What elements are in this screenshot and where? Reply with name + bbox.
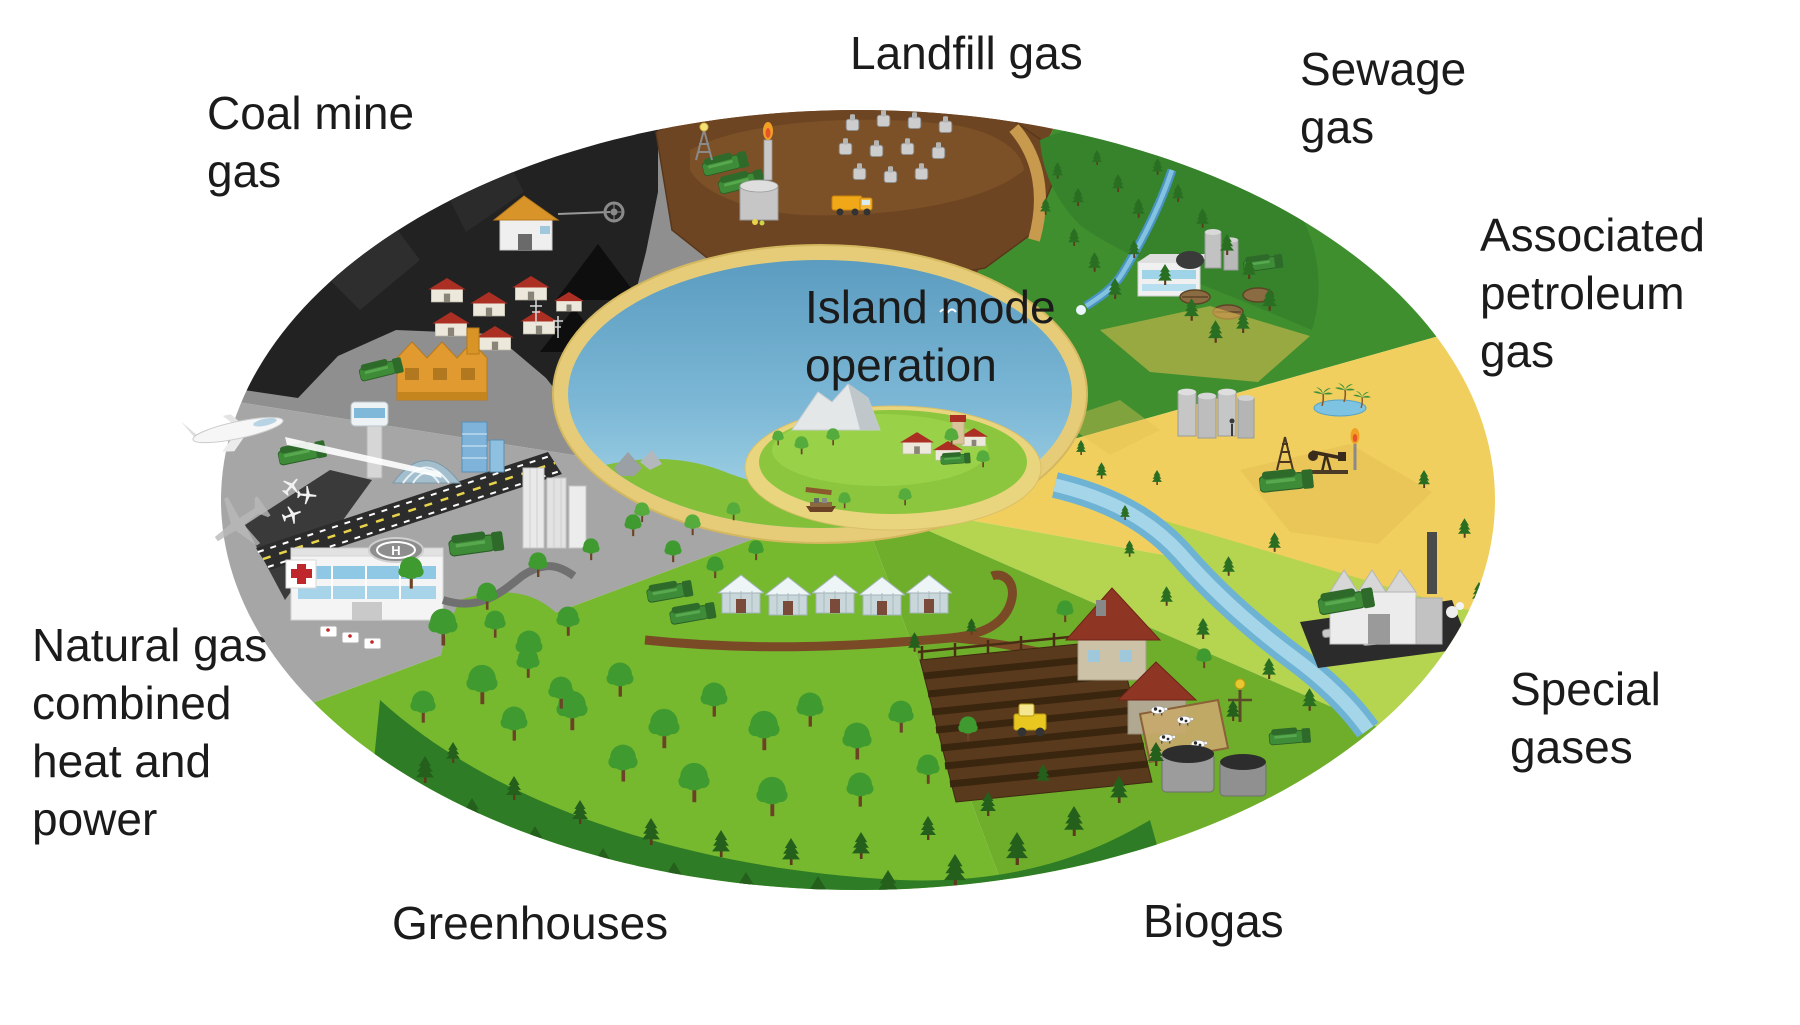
red-cross-icon [285,559,317,589]
oasis [1312,382,1372,417]
landfill-road [1009,124,1046,242]
flying-airplane-icon [181,414,284,452]
label-landfill-gas: Landfill gas [850,27,1083,79]
digester-tanks [1161,745,1267,797]
contrail [285,437,442,478]
storage-tank-icon [739,179,779,226]
farmer-figure [1228,678,1252,722]
factory-chimney [466,327,480,355]
boat-icon [806,498,836,512]
oil-derrick-icon [1276,436,1294,471]
mountain-shade [848,384,880,430]
worker-figure [1229,418,1235,436]
shore-rocks [640,450,662,470]
label-biogas: Biogas [1143,895,1284,947]
ambulances [319,625,382,650]
bird-icon [939,308,957,314]
chp-engine-icon [940,450,971,466]
mine-building [492,195,560,251]
airport-runway [256,452,562,570]
farmhouse [1064,587,1162,681]
gas-flare-icon [763,122,773,181]
petroleum-sector [858,244,1495,676]
coal-heap [556,244,640,300]
plant-chimney [1427,532,1437,594]
oil-storage-tanks [1177,388,1255,439]
pumpjack-icon [1308,450,1348,474]
pylon-light-icon [695,122,713,161]
conveyor-cable [557,211,611,215]
coal-mountains [221,110,658,416]
sand-dune [1240,444,1432,544]
sewage-river [1076,168,1177,315]
gas-flare-icon [1350,428,1360,470]
dock [805,487,832,496]
gas-tank-icon [343,227,371,243]
garbage-truck-icon [831,195,873,216]
office-towers [461,421,587,549]
helipad: H [368,537,424,563]
special-meadow [1060,490,1495,728]
factory [396,327,488,401]
waterfall-splash [1076,305,1086,315]
helipad-letter: H [391,543,400,558]
label-greenhouses: Greenhouses [392,897,669,949]
city-road [441,562,577,608]
sand-dune [1100,306,1310,382]
power-pylon-icon [530,300,563,338]
shore-rocks [614,452,642,476]
tractor-icon [1013,703,1047,737]
digester-dome-icon [1176,251,1204,269]
gear-icon [603,201,625,223]
city-green-edge [439,592,586,780]
control-tower [350,401,389,479]
